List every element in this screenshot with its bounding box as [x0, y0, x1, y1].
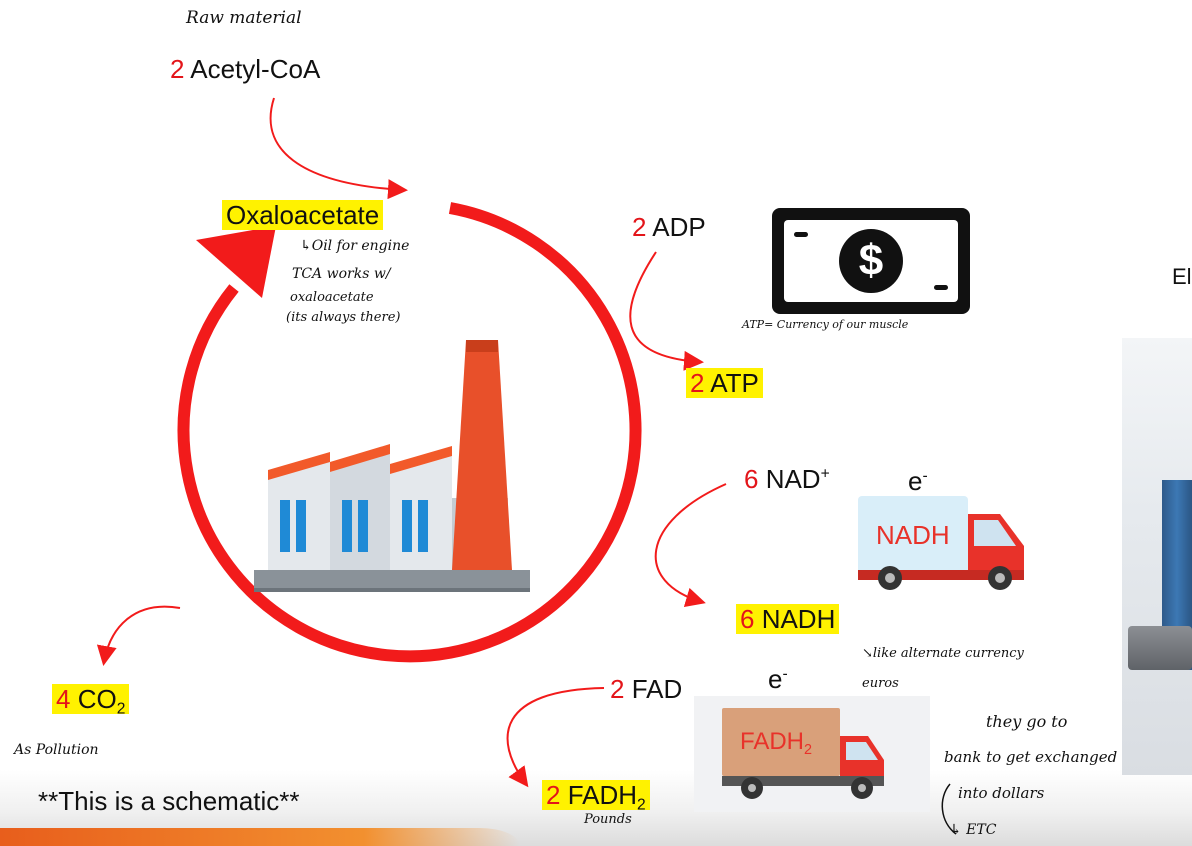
- fad-label: 2 FAD: [610, 674, 682, 705]
- adp-label: 2 ADP: [632, 212, 706, 243]
- co2-text: CO: [70, 684, 117, 714]
- bank-note-1: they go to: [986, 712, 1068, 731]
- raw-material-note: Raw material: [186, 8, 302, 28]
- atp-label: 2 ATP: [686, 368, 763, 399]
- nad-nadh-arrow: [654, 483, 727, 608]
- acetyl-arrow: [269, 97, 408, 200]
- nadh-truck-icon: [858, 496, 1024, 590]
- acetyl-coa-label: 2 Acetyl-CoA: [170, 54, 320, 85]
- co2-note: As Pollution: [14, 742, 99, 758]
- adp-atp-arrow: [629, 251, 704, 371]
- atp-text: ATP: [704, 368, 759, 398]
- fad-count: 2: [610, 674, 625, 704]
- acetyl-coa-text: Acetyl-CoA: [184, 54, 321, 84]
- oxaloacetate-text: Oxaloacetate: [222, 200, 384, 230]
- oxaloacetate-note-2: TCA works w/: [292, 266, 391, 282]
- factory-icon: [254, 340, 530, 592]
- oxaloacetate-note-4: (its always there): [286, 310, 401, 325]
- bank-note-2: bank to get exchanged: [944, 748, 1118, 766]
- nad-count: 6: [744, 464, 759, 494]
- cycle-arrowhead: [196, 226, 276, 298]
- nadh-truck-label: NADH: [876, 520, 950, 550]
- bank-note-bracket: [941, 783, 957, 835]
- slide-accent-stripe: [0, 828, 520, 846]
- dollar-bill-icon: $: [772, 208, 970, 314]
- bank-note-3: into dollars: [958, 784, 1045, 802]
- electron-1: e-: [908, 466, 928, 497]
- co2-arrow: [96, 605, 181, 666]
- nadh-note-2: euros: [862, 676, 899, 691]
- adp-text: ADP: [646, 212, 706, 242]
- schematic-note: **This is a schematic**: [38, 786, 300, 816]
- fadh2-truck-label-text: FADH: [740, 728, 805, 755]
- electron-2-text: e: [768, 664, 783, 694]
- fadh2-truck-label-sub: 2: [804, 742, 813, 759]
- fadh2-truck-icon: [694, 696, 930, 812]
- building-base: [1128, 626, 1192, 670]
- dollar-sign-icon: $: [839, 229, 903, 293]
- fadh2-label: 2 FADH2: [542, 780, 650, 814]
- fadh2-subscript: 2: [637, 796, 646, 814]
- electron-1-text: e: [908, 466, 923, 496]
- atp-note: ATP= Currency of our muscle: [742, 318, 909, 331]
- fad-fadh2-arrow: [506, 687, 605, 788]
- nadh-label: 6 NADH: [736, 604, 840, 635]
- fadh2-truck-label: FADH2: [740, 728, 812, 758]
- electron-2: e-: [768, 664, 788, 695]
- adp-count: 2: [632, 212, 647, 242]
- nadh-count: 6: [740, 604, 755, 634]
- co2-subscript: 2: [116, 700, 126, 718]
- electron-1-charge: -: [922, 467, 928, 485]
- cycle-ring: [177, 202, 642, 663]
- atp-count: 2: [690, 368, 705, 398]
- edge-label: El: [1172, 264, 1192, 289]
- fad-text: FAD: [624, 674, 683, 704]
- co2-label: 4 CO2: [52, 684, 130, 718]
- nad-text: NAD: [758, 464, 821, 494]
- oxaloacetate-label: Oxaloacetate: [222, 200, 384, 231]
- bank-note-4: ↳ ETC: [950, 822, 997, 838]
- nad-charge: +: [820, 465, 830, 483]
- fadh2-text: FADH: [560, 780, 638, 810]
- oxaloacetate-note-3: oxaloacetate: [290, 290, 374, 305]
- nadh-text: NADH: [754, 604, 836, 634]
- acetyl-coa-count: 2: [170, 54, 185, 84]
- fadh2-note: Pounds: [584, 812, 632, 827]
- oxaloacetate-note-1: ↳Oil for engine: [300, 238, 410, 254]
- co2-count: 4: [56, 684, 71, 714]
- electron-2-charge: -: [782, 665, 788, 683]
- nad-label: 6 NAD+: [744, 464, 830, 495]
- fadh2-count: 2: [546, 780, 561, 810]
- nadh-note-1: ↘like alternate currency: [862, 646, 1024, 661]
